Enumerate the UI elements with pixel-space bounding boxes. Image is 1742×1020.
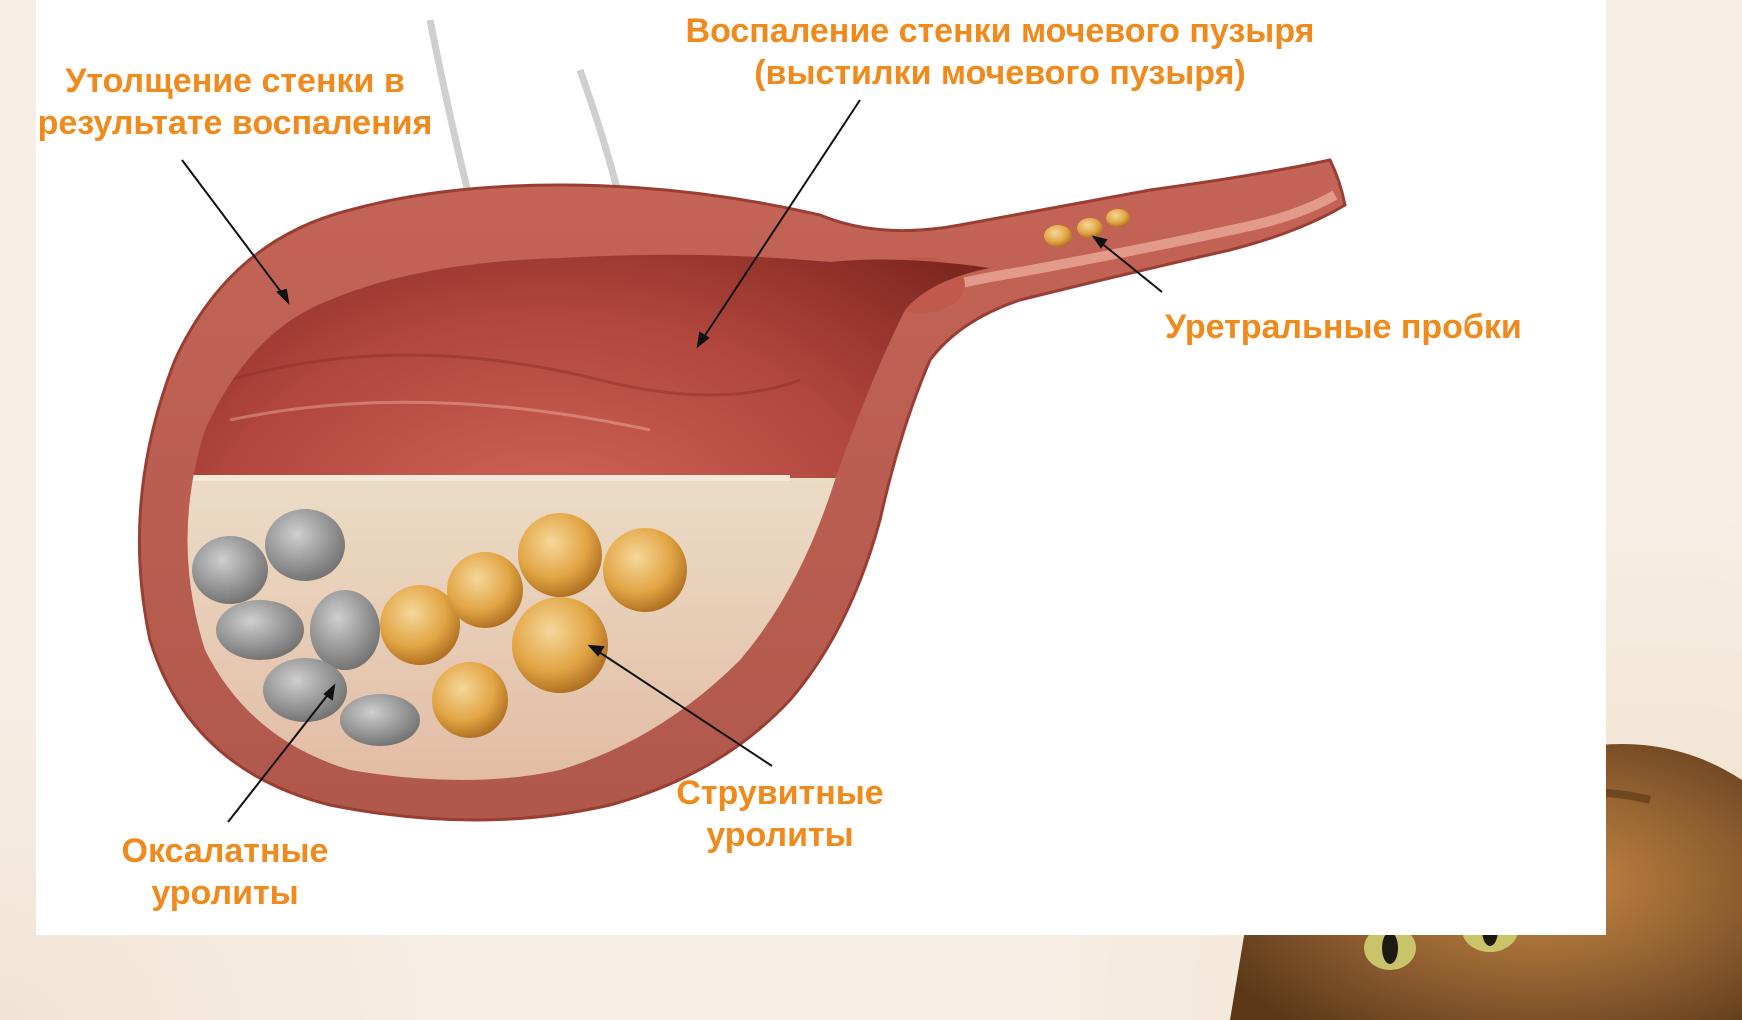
label-oxalate-line1: Оксалатные — [85, 830, 365, 872]
label-oxalate: Оксалатные уролиты — [85, 830, 365, 914]
label-wall-thickening-line2: результате воспаления — [0, 102, 470, 144]
label-wall-thickening-line1: Утолщение стенки в — [0, 60, 470, 102]
label-wall-inflammation-line1: Воспаление стенки мочевого пузыря — [620, 10, 1380, 52]
label-struvite: Струвитные уролиты — [640, 772, 920, 856]
vessel — [580, 70, 620, 200]
label-oxalate-line2: уролиты — [85, 872, 365, 914]
label-urethral-plugs: Уретральные пробки — [1165, 306, 1522, 348]
label-struvite-line2: уролиты — [640, 814, 920, 856]
label-wall-inflammation-line2: (выстилки мочевого пузыря) — [620, 52, 1380, 94]
label-wall-thickening: Утолщение стенки в результате воспаления — [0, 60, 470, 144]
label-wall-inflammation: Воспаление стенки мочевого пузыря (высти… — [620, 10, 1380, 94]
label-struvite-line1: Струвитные — [640, 772, 920, 814]
